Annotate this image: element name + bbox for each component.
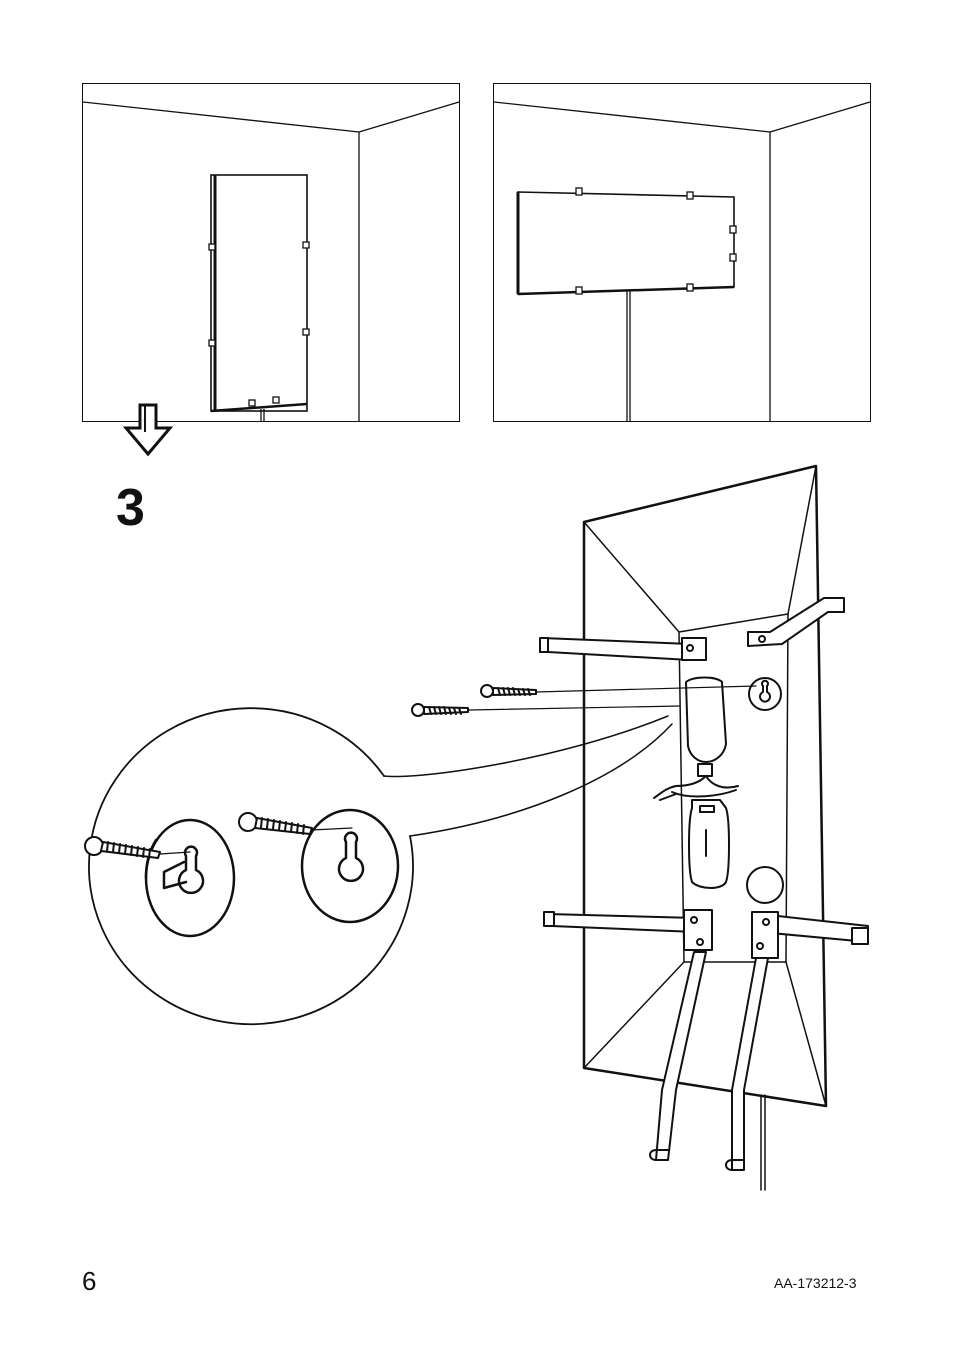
screw-icon [85, 837, 160, 858]
page-number: 6 [82, 1266, 96, 1297]
placement-panel-portrait [82, 83, 460, 422]
screw-icon [481, 685, 536, 697]
wall-mounting-illustration [0, 440, 954, 1200]
wall-corner-portrait-illustration [83, 84, 461, 423]
screw-icon [412, 704, 468, 716]
screw-icon [239, 813, 312, 834]
document-code: AA-173212-3 [774, 1275, 857, 1291]
placement-panel-landscape [493, 83, 871, 422]
wall-corner-landscape-illustration [494, 84, 872, 423]
